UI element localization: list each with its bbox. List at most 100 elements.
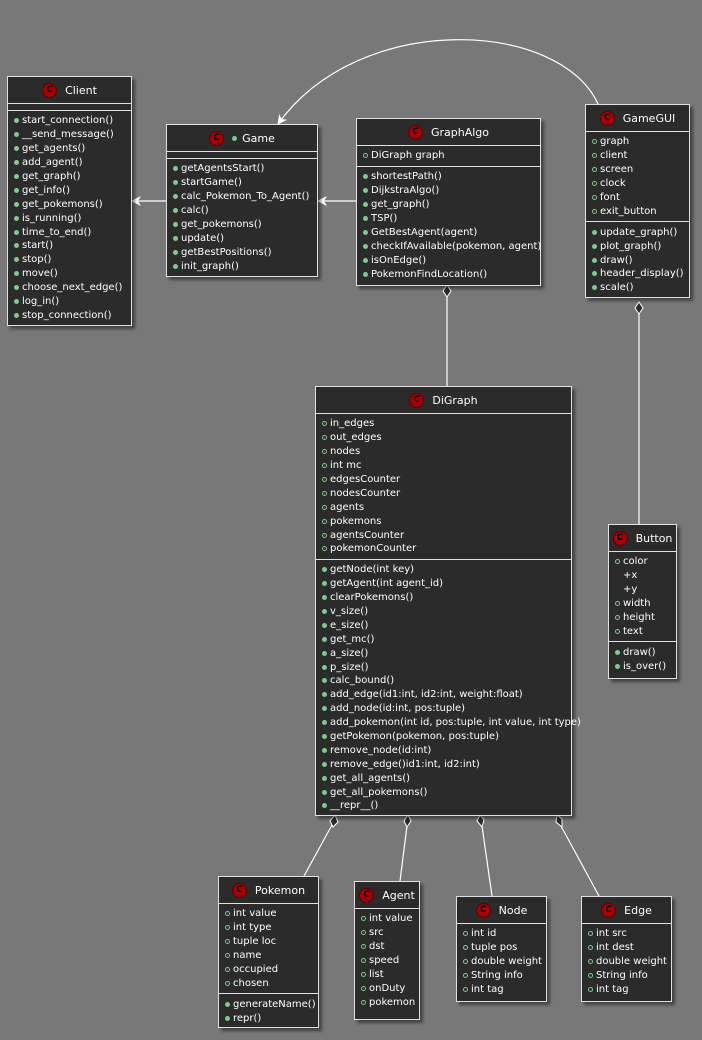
class-icon: C — [42, 82, 58, 98]
member-text: in_edges — [330, 418, 375, 430]
methods-section: update_graph()plot_graph()draw()header_d… — [586, 221, 689, 297]
visibility-icon — [592, 208, 597, 214]
member-row: header_display() — [586, 267, 689, 281]
member-row: GetBestAgent(agent) — [357, 225, 540, 239]
class-header: C Button — [609, 525, 676, 552]
member-row: e_size() — [316, 618, 571, 632]
member-text: checkIfAvailable(pokemon, agent) — [371, 240, 542, 252]
member-text: int tag — [596, 984, 629, 995]
visibility-icon — [463, 987, 468, 992]
member-text: list — [369, 969, 384, 980]
member-row: update() — [167, 231, 317, 245]
visibility-icon — [463, 945, 468, 951]
visibility-icon — [615, 649, 620, 655]
member-text: remove_node(id:int) — [330, 744, 432, 756]
member-row: get_graph() — [8, 170, 131, 184]
methods-section: start_connection()__send_message()get_ag… — [8, 110, 131, 325]
member-text: is_over() — [623, 660, 667, 672]
visibility-icon — [14, 174, 19, 179]
member-row: get_pokemons() — [8, 197, 131, 211]
visibility-icon — [322, 650, 327, 656]
member-text: tuple pos — [471, 942, 518, 954]
member-row: add_edge(id1:int, id2:int, weight:float) — [316, 688, 571, 702]
member-row: getBestPositions() — [167, 245, 317, 259]
member-text: getAgentsStart() — [181, 163, 265, 175]
member-row: checkIfAvailable(pokemon, agent) — [357, 239, 542, 253]
member-row: clearPokemons() — [316, 591, 571, 605]
member-text: src — [369, 927, 384, 939]
member-row: int value — [219, 907, 318, 921]
member-text: occupied — [233, 964, 279, 975]
visibility-icon — [588, 987, 593, 992]
aggregation-node-diamond — [476, 814, 485, 829]
visibility-icon — [14, 160, 19, 166]
visibility-icon — [615, 587, 620, 592]
class-name: Button — [635, 531, 673, 545]
member-text: get_all_agents() — [330, 772, 411, 784]
member-row: getAgentsStart() — [167, 162, 317, 176]
member-row: double weight — [457, 955, 546, 969]
visibility-icon — [363, 216, 368, 221]
member-text: a_size() — [330, 647, 369, 659]
member-row: tuple pos — [457, 941, 546, 955]
visibility-icon — [363, 229, 368, 235]
member-row: getAgent(int agent_id) — [316, 577, 571, 591]
member-text: getPokemon(pokemon, pos:tuple) — [330, 731, 499, 743]
member-text: int id — [471, 928, 497, 940]
visibility-icon — [615, 559, 620, 565]
visibility-icon — [592, 271, 597, 277]
visibility-icon — [322, 636, 327, 642]
member-row: stop() — [8, 253, 131, 267]
member-text: get_agents() — [22, 143, 86, 155]
visibility-icon — [173, 166, 178, 172]
member-row: get_all_pokemons() — [316, 785, 571, 799]
member-text: stop() — [22, 254, 52, 266]
visibility-icon — [615, 615, 620, 620]
visibility-icon — [322, 595, 327, 601]
visibility-icon — [592, 181, 597, 187]
visibility-icon — [361, 985, 366, 991]
visibility-icon — [322, 449, 327, 455]
member-row: tuple loc — [219, 935, 318, 949]
member-row: graph — [586, 135, 689, 149]
member-row: stop_connection() — [8, 308, 131, 322]
member-row: dst — [355, 940, 419, 954]
member-text: scale() — [600, 282, 634, 294]
member-row: int mc — [316, 459, 571, 473]
methods-section: shortestPath()DijkstraAlgo()get_graph()T… — [357, 165, 542, 284]
member-text: plot_graph() — [600, 240, 662, 252]
visibility-icon — [363, 257, 368, 263]
member-text: screen — [600, 164, 634, 176]
member-text: add_node(id:int, pos:tuple) — [330, 703, 466, 715]
member-row: generateName() — [219, 997, 318, 1011]
visibility-icon — [592, 229, 597, 235]
member-text: String info — [596, 970, 648, 982]
member-text: String info — [471, 970, 523, 982]
visibility-icon — [322, 463, 327, 469]
visibility-icon — [363, 243, 368, 249]
class-icon: C — [612, 530, 628, 546]
class-icon: C — [601, 902, 617, 918]
member-text: p_size() — [330, 661, 369, 673]
link-gamegui-game — [277, 39, 599, 125]
member-text: get_mc() — [330, 633, 375, 645]
visibility-icon — [322, 532, 327, 538]
member-row: get_info() — [8, 183, 131, 197]
member-row: move() — [8, 267, 131, 281]
member-row: int src — [582, 927, 671, 941]
member-text: tuple loc — [233, 936, 277, 948]
member-text: +x — [623, 570, 638, 582]
visibility-icon — [322, 421, 327, 427]
